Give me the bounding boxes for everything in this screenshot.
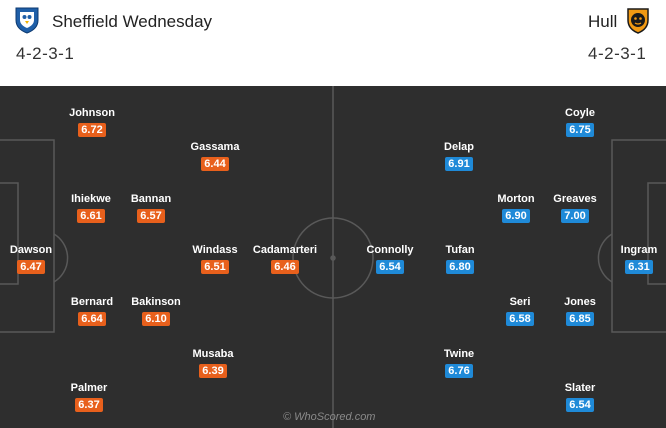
player-name: Slater — [564, 382, 596, 394]
owl-crest-icon — [14, 6, 40, 34]
player-rating: 6.51 — [201, 260, 229, 274]
whoscored-watermark: © WhoScored.com — [283, 411, 376, 423]
home-player-windass[interactable]: Windass 6.51 — [175, 244, 255, 275]
home-player-dawson[interactable]: Dawson 6.47 — [0, 244, 71, 275]
player-name: Bakinson — [131, 296, 181, 308]
home-player-bakinson[interactable]: Bakinson 6.10 — [116, 296, 196, 327]
player-rating: 7.00 — [561, 209, 589, 223]
player-rating: 6.44 — [201, 157, 229, 171]
player-name: Greaves — [553, 193, 597, 205]
player-name: Coyle — [565, 107, 595, 119]
player-rating: 6.54 — [376, 260, 404, 274]
player-name: Connolly — [366, 244, 414, 256]
away-player-ingram[interactable]: Ingram 6.31 — [599, 244, 666, 275]
player-name: Palmer — [70, 382, 108, 394]
away-player-jones[interactable]: Jones 6.85 — [540, 296, 620, 327]
home-player-gassama[interactable]: Gassama 6.44 — [175, 141, 255, 172]
player-name: Dawson — [9, 244, 53, 256]
player-rating: 6.72 — [78, 123, 106, 137]
player-rating: 6.80 — [446, 260, 474, 274]
match-header: Sheffield Wednesday 4-2-3-1 Hull 4-2-3-1 — [0, 0, 666, 80]
player-name: Ingram — [620, 244, 658, 256]
home-player-ihiekwe[interactable]: Ihiekwe 6.61 — [51, 193, 131, 224]
home-team-name[interactable]: Sheffield Wednesday — [52, 12, 213, 31]
away-player-twine[interactable]: Twine 6.76 — [419, 348, 499, 379]
player-rating: 6.39 — [199, 364, 227, 378]
pitch-markings — [0, 86, 666, 428]
player-rating: 6.37 — [75, 398, 103, 412]
away-player-morton[interactable]: Morton 6.90 — [476, 193, 556, 224]
player-rating: 6.31 — [625, 260, 653, 274]
player-rating: 6.46 — [271, 260, 299, 274]
tiger-crest-icon — [625, 6, 651, 34]
away-team-name[interactable]: Hull — [588, 12, 618, 31]
player-rating: 6.47 — [17, 260, 45, 274]
home-player-palmer[interactable]: Palmer 6.37 — [49, 382, 129, 413]
home-player-bannan[interactable]: Bannan 6.57 — [111, 193, 191, 224]
home-player-musaba[interactable]: Musaba 6.39 — [173, 348, 253, 379]
player-rating: 6.76 — [445, 364, 473, 378]
home-formation: 4-2-3-1 — [16, 44, 75, 63]
player-rating: 6.10 — [142, 312, 170, 326]
player-name: Morton — [497, 193, 535, 205]
player-name: Twine — [443, 348, 475, 360]
player-rating: 6.57 — [137, 209, 165, 223]
away-player-seri[interactable]: Seri 6.58 — [480, 296, 560, 327]
away-player-slater[interactable]: Slater 6.54 — [540, 382, 620, 413]
player-rating: 6.58 — [506, 312, 534, 326]
player-name: Delap — [444, 141, 474, 153]
away-player-greaves[interactable]: Greaves 7.00 — [535, 193, 615, 224]
player-rating: 6.91 — [445, 157, 473, 171]
player-name: Jones — [564, 296, 596, 308]
player-name: Musaba — [192, 348, 234, 360]
pitch — [0, 86, 666, 428]
player-name: Ihiekwe — [71, 193, 111, 205]
home-player-cadamarteri[interactable]: Cadamarteri 6.46 — [245, 244, 325, 275]
player-name: Tufan — [445, 244, 475, 256]
away-player-connolly[interactable]: Connolly 6.54 — [350, 244, 430, 275]
home-player-bernard[interactable]: Bernard 6.64 — [52, 296, 132, 327]
player-name: Gassama — [190, 141, 240, 153]
player-name: Seri — [509, 296, 531, 308]
player-rating: 6.64 — [78, 312, 106, 326]
home-player-johnson[interactable]: Johnson 6.72 — [52, 107, 132, 138]
player-name: Bannan — [130, 193, 172, 205]
player-name: Windass — [192, 244, 238, 256]
player-rating: 6.54 — [566, 398, 594, 412]
player-rating: 6.61 — [77, 209, 105, 223]
player-rating: 6.85 — [566, 312, 594, 326]
away-player-tufan[interactable]: Tufan 6.80 — [420, 244, 500, 275]
player-rating: 6.90 — [502, 209, 530, 223]
player-name: Cadamarteri — [252, 244, 318, 256]
away-player-coyle[interactable]: Coyle 6.75 — [540, 107, 620, 138]
player-name: Bernard — [70, 296, 114, 308]
player-name: Johnson — [69, 107, 115, 119]
away-player-delap[interactable]: Delap 6.91 — [419, 141, 499, 172]
player-rating: 6.75 — [566, 123, 594, 137]
away-formation: 4-2-3-1 — [588, 44, 647, 63]
